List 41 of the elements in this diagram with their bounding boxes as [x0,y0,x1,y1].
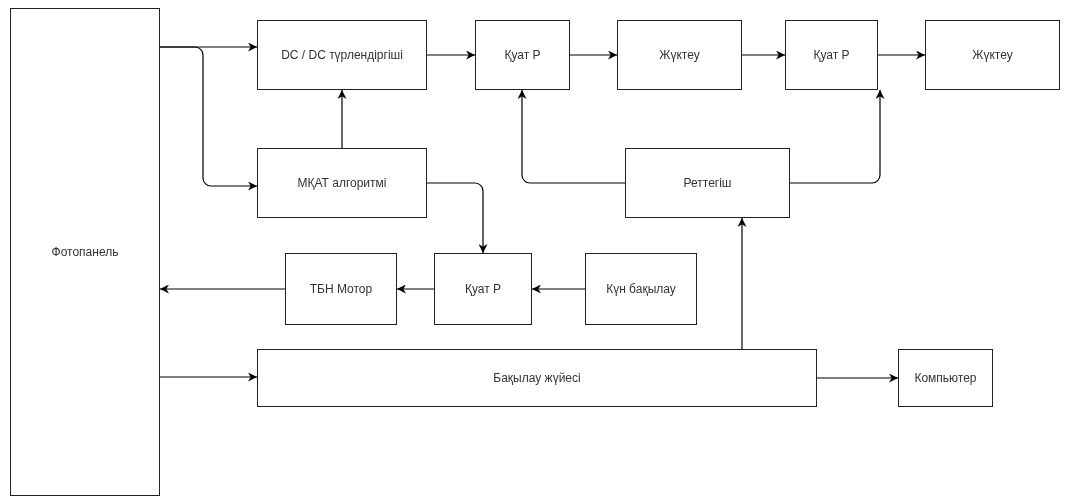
box-label: Фотопанель [50,243,120,261]
process-box [257,148,427,218]
process-box [10,8,160,496]
arrow [159,284,286,294]
process-box [898,349,993,407]
box-label: Жүктеу [971,46,1014,64]
box-label: Күн бақылау [605,280,677,298]
arrow [877,50,926,60]
box-label: Бақылау жүйесі [492,369,582,387]
box-label: МҚАТ алгоритмі [296,174,388,192]
process-box [785,20,878,90]
arrow [159,372,258,382]
process-box [285,253,397,325]
box-label: Компьютер [913,369,978,387]
box-label: Қуат Р [812,46,851,64]
arrow [396,284,435,294]
arrow [737,217,747,350]
box-label: Жүктеу [658,46,701,64]
arrow [816,373,899,383]
process-box [925,20,1060,90]
arrow [531,284,586,294]
arrow [741,50,786,60]
process-box [617,20,742,90]
process-box [585,253,697,325]
box-label: DC / DC түрлендіргіші [280,46,404,64]
process-box [434,253,532,325]
process-box [625,148,790,218]
arrow [569,50,618,60]
box-label: ТБН Мотор [308,280,374,298]
box-label: Қуат Р [463,280,503,298]
process-box [475,20,570,90]
arrow [426,50,476,60]
arrow [517,89,626,184]
process-box [257,20,427,90]
arrow [789,89,885,184]
box-label: Қуат Р [503,46,542,64]
arrow [337,89,347,149]
arrow [426,182,488,254]
process-box [257,349,817,407]
box-label: Реттегіш [682,174,733,192]
arrow [159,46,258,191]
